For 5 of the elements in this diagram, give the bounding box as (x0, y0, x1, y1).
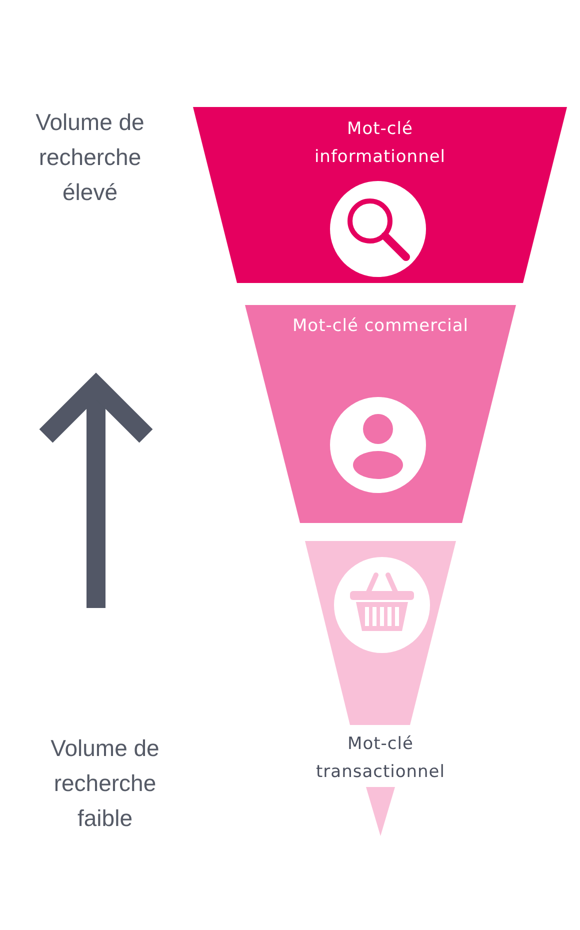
funnel-label: Mot-clé transactionnel (315, 733, 446, 784)
funnel-label: Mot-clé informationnel (313, 118, 447, 169)
axis-note: Volume de recherche faible (50, 734, 160, 833)
axis-note: Volume de recherche élevé (34, 108, 146, 207)
funnel-label: Mot-clé commercial (292, 315, 470, 338)
